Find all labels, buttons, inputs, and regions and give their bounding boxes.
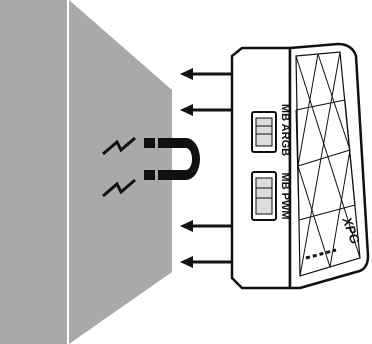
left-arrow-icon <box>180 68 232 80</box>
hub-side-panel <box>230 46 292 290</box>
controller-hub: MB ARGB MB PWM XPG <box>230 42 370 290</box>
magnet-pole-tips <box>144 138 155 180</box>
port-mb-argb <box>251 111 277 153</box>
horseshoe-magnet-icon <box>158 138 200 180</box>
accent-strip <box>305 248 337 260</box>
port-mb-pwm <box>251 171 277 221</box>
left-arrow-icon <box>180 104 232 116</box>
port-label-argb: MB ARGB <box>279 104 291 156</box>
zigzag-icon <box>102 178 136 198</box>
hub-front-face <box>288 42 370 290</box>
left-arrow-icon <box>180 256 232 268</box>
port-label-pwm: MB PWM <box>279 172 291 219</box>
zigzag-icon <box>102 136 136 156</box>
geometric-pattern <box>295 51 361 277</box>
plate-perspective-face <box>69 0 172 344</box>
left-arrow-icon <box>180 220 232 232</box>
mounting-plate <box>0 0 172 344</box>
plate-left-face <box>0 0 68 344</box>
attraction-arrows <box>180 68 232 268</box>
